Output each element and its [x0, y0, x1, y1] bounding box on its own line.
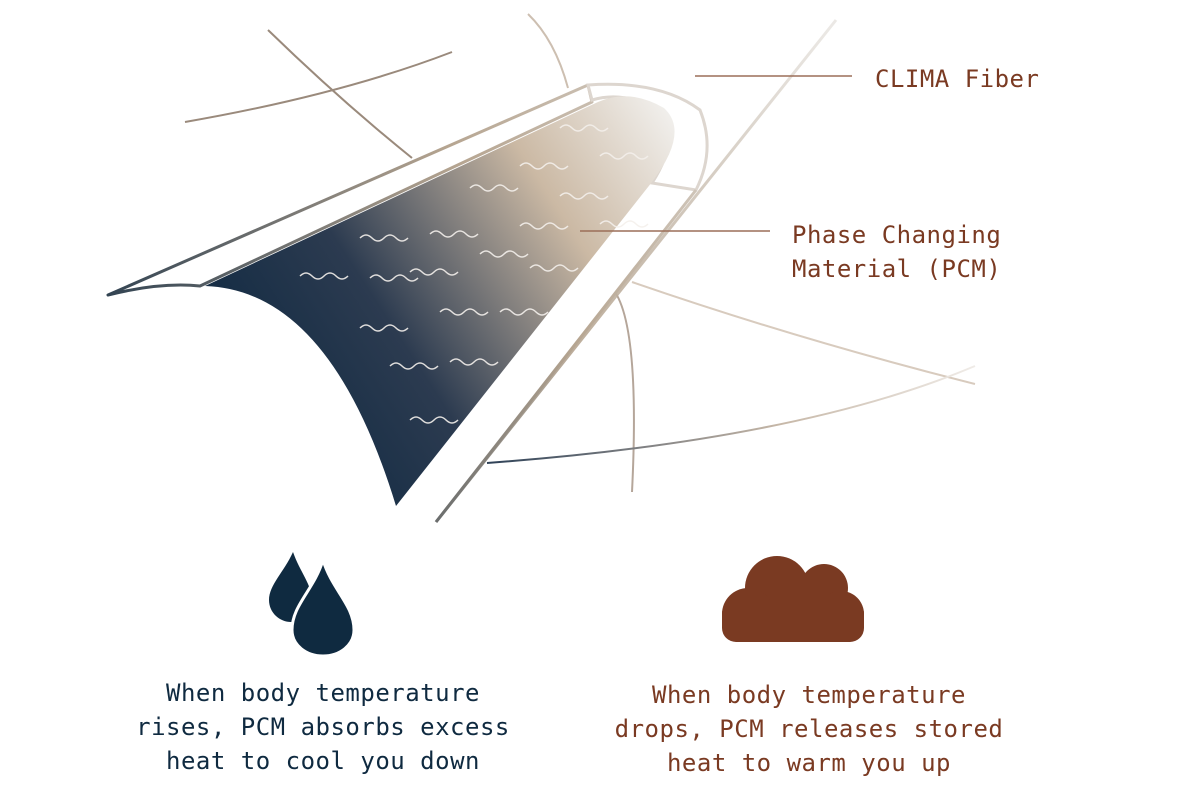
pcm-label: Phase Changing Material (PCM) [792, 218, 1001, 286]
warm-caption: When body temperature drops, PCM release… [574, 678, 1044, 780]
cool-caption-line-2: rises, PCM absorbs excess [136, 713, 510, 741]
cloud-icon [722, 556, 864, 642]
warm-caption-line-2: drops, PCM releases stored [614, 715, 1004, 743]
cool-caption-line-3: heat to cool you down [166, 747, 480, 775]
pcm-label-line-1: Phase Changing [792, 221, 1002, 249]
warm-caption-line-3: heat to warm you up [666, 749, 952, 777]
pcm-label-line-2: Material (PCM) [792, 255, 1002, 283]
background-strands [184, 13, 976, 493]
water-drops-icon [269, 552, 356, 658]
cool-caption-line-1: When body temperature [166, 679, 480, 707]
cool-caption: When body temperature rises, PCM absorbs… [88, 676, 558, 778]
clima-fiber [106, 19, 838, 523]
clima-fiber-label: CLIMA Fiber [875, 65, 1040, 93]
warm-caption-line-1: When body temperature [652, 681, 966, 709]
pcm-core [205, 96, 675, 506]
